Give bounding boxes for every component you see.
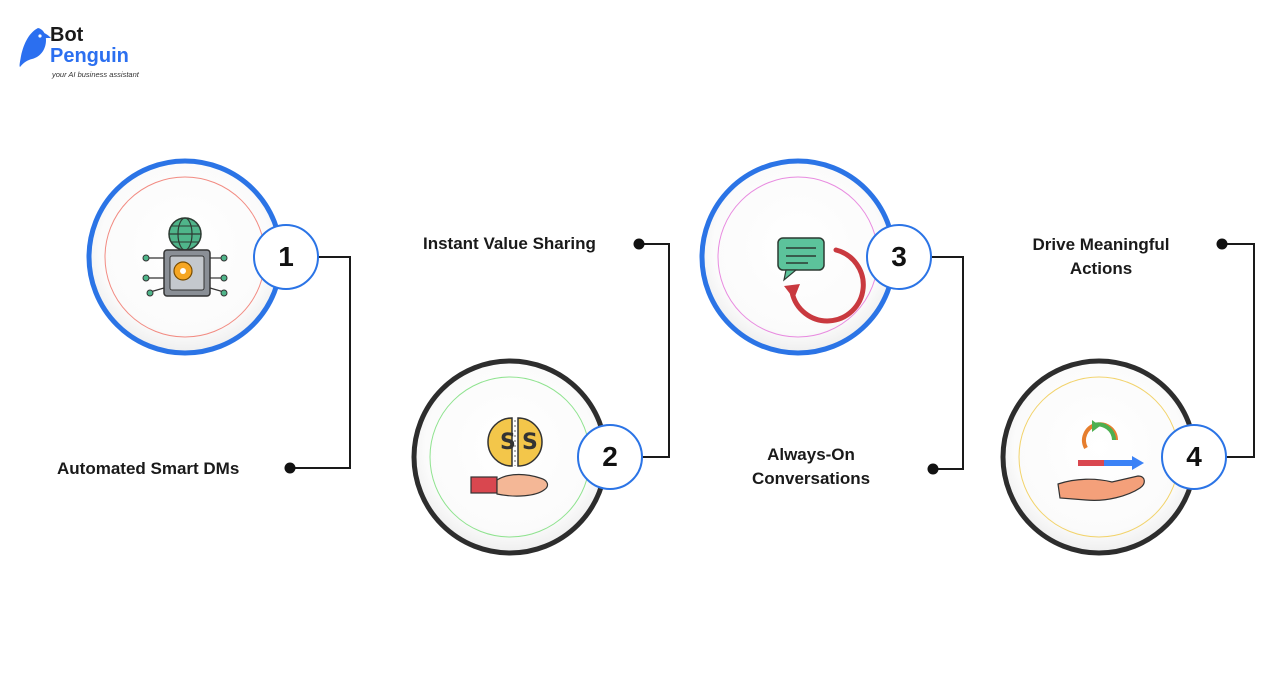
connector-4-dot — [1216, 238, 1228, 250]
connector-2 — [639, 243, 670, 458]
step-3-number-badge: 3 — [866, 224, 932, 290]
robot-globe-icon — [142, 217, 228, 297]
connector-1-dot — [284, 462, 296, 474]
step-3-label-line1: Always-On — [767, 445, 855, 464]
hand-cycle-arrow-icon — [1057, 420, 1145, 501]
step-1-label: Automated Smart DMs — [57, 459, 240, 478]
hand-coin-icon: S S — [470, 417, 549, 497]
step-3-label: Always-On Conversations — [730, 443, 892, 491]
svg-text:S: S — [500, 430, 516, 455]
step-1-number-badge: 1 — [253, 224, 319, 290]
brand-name-line2: Penguin — [50, 45, 129, 67]
step-4-label-line2: Actions — [1069, 259, 1133, 278]
step-2-number-badge: 2 — [577, 424, 643, 490]
connector-1 — [290, 256, 351, 469]
svg-text:S: S — [522, 430, 538, 455]
connector-4 — [1222, 243, 1255, 458]
brand-name-line1: Bot — [50, 24, 84, 46]
step-3-label-line2: Conversations — [751, 469, 871, 488]
brand-tagline: your AI business assistant — [52, 70, 139, 79]
connector-3-dot — [927, 463, 939, 475]
chat-cycle-icon — [777, 237, 866, 324]
connector-2-dot — [633, 238, 645, 250]
step-2-label: Instant Value Sharing — [423, 234, 596, 253]
penguin-logo-icon — [19, 28, 51, 67]
brand-logo: Bot Penguin your AI business assistant — [18, 24, 148, 84]
step-4-number-badge: 4 — [1161, 424, 1227, 490]
step-4-label-line1: Drive Meaningful — [1032, 235, 1170, 254]
connector-3 — [931, 256, 964, 470]
step-4-label: Drive Meaningful Actions — [1012, 233, 1190, 281]
